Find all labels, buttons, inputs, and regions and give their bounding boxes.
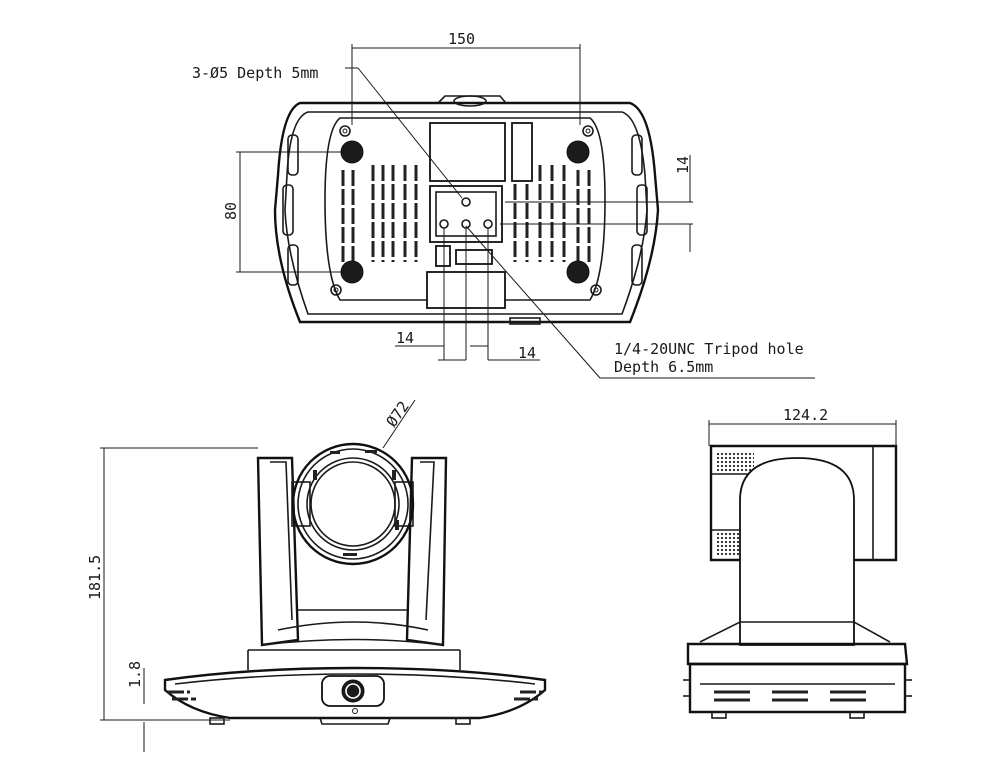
dim-mount-holes: 3-Ø5 Depth 5mm — [192, 64, 318, 82]
dim-14-right: 14 — [674, 156, 692, 174]
dim-1-8: 1.8 — [126, 661, 144, 688]
top-view-dimensions — [236, 44, 815, 379]
dim-181-5: 181.5 — [86, 555, 104, 600]
front-view — [163, 442, 547, 725]
bottom-plate-view — [273, 95, 660, 325]
dim-124-2: 124.2 — [783, 406, 828, 424]
tripod-label-2: Depth 6.5mm — [614, 358, 713, 376]
side-view-labels: 124.2 — [783, 406, 828, 424]
side-view — [683, 444, 912, 719]
dim-80: 80 — [222, 202, 240, 220]
side-view-dimensions — [708, 420, 897, 446]
dim-lens-dia: Ø72 — [383, 398, 413, 431]
tripod-label-1: 1/4-20UNC Tripod hole — [614, 340, 804, 358]
dim-150: 150 — [448, 30, 475, 48]
dim-14-bottom-left: 14 — [396, 329, 414, 347]
front-view-labels: 181.5 1.8 Ø72 — [86, 398, 413, 688]
front-view-dimensions — [100, 399, 416, 752]
top-view-labels: 150 3-Ø5 Depth 5mm 80 14 14 14 1/4-20UNC… — [192, 30, 804, 376]
dim-14-bottom-right: 14 — [518, 344, 536, 362]
